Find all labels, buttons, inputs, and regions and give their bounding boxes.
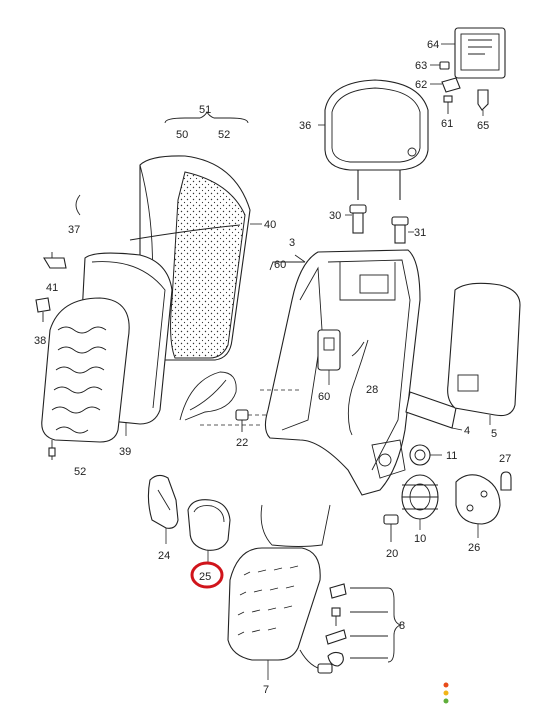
label-28: 28 (366, 384, 378, 396)
status-dot-green (443, 698, 449, 704)
part-65-cable-tie (477, 89, 489, 116)
label-36: 36 (299, 120, 311, 132)
label-38: 38 (34, 335, 46, 347)
label-63: 63 (415, 60, 427, 72)
label-30: 30 (329, 210, 341, 222)
part-11-knob (409, 444, 442, 466)
part-10-handwheel (401, 474, 439, 530)
part-4-pad (405, 391, 463, 431)
label-25: 25 (199, 571, 211, 583)
part-20-screw (383, 514, 399, 542)
label-40: 40 (264, 219, 276, 231)
label-64: 64 (427, 39, 439, 51)
part-52-heating-mat (41, 297, 130, 460)
status-dot-yellow (443, 690, 449, 696)
label-11: 11 (446, 450, 457, 462)
label-41: 41 (46, 282, 58, 294)
label-10: 10 (414, 533, 426, 545)
label-60-frame: 60 (274, 259, 286, 271)
part-3-backrest-frame (264, 249, 421, 496)
part-24-trim (147, 474, 179, 544)
part-36-head-restraint (318, 79, 429, 200)
label-7: 7 (263, 684, 269, 696)
part-27-cap (500, 471, 512, 491)
part-60-lumbar-motor (317, 329, 341, 385)
part-30-guide-sleeve (345, 204, 367, 234)
label-50: 50 (176, 129, 188, 141)
label-8: 8 (399, 620, 405, 632)
label-39: 39 (119, 446, 131, 458)
part-38-fastener (35, 297, 51, 322)
part-wire-bracket (179, 371, 237, 421)
brace-60-3 (269, 261, 305, 271)
part-61-screw (443, 95, 453, 114)
part-62-bracket (430, 77, 461, 93)
label-62: 62 (415, 79, 427, 91)
part-63-clip (430, 61, 450, 70)
label-3: 3 (289, 237, 295, 249)
status-dot-red (443, 682, 449, 688)
label-22: 22 (236, 437, 248, 449)
label-60-motor: 60 (318, 391, 330, 403)
part-41-clip (43, 252, 67, 269)
part-26-cover (455, 474, 501, 538)
label-37: 37 (68, 224, 80, 236)
part-28-cable (347, 339, 369, 436)
label-65: 65 (477, 120, 489, 132)
assembly-line-frame-mat (200, 389, 300, 426)
label-27: 27 (499, 453, 511, 465)
label-61: 61 (441, 118, 453, 130)
highlight-ring (190, 561, 224, 589)
brace-51 (164, 110, 249, 124)
part-8-small-parts (325, 583, 402, 667)
label-52-top: 52 (218, 129, 230, 141)
part-7-lumbar-mat (227, 504, 333, 680)
part-5-rear-panel (447, 282, 521, 425)
label-4: 4 (464, 425, 470, 437)
label-51: 51 (199, 104, 211, 116)
label-24: 24 (158, 550, 170, 562)
part-64-label-plate (441, 27, 506, 79)
label-20: 20 (386, 548, 398, 560)
label-31: 31 (414, 227, 426, 239)
part-25-cover (187, 499, 231, 562)
label-26: 26 (468, 542, 480, 554)
label-52-mat: 52 (74, 466, 86, 478)
part-31-guide-sleeve (391, 216, 414, 244)
part-22-screw (235, 409, 249, 432)
part-37-hook (75, 194, 81, 216)
label-5: 5 (491, 428, 497, 440)
